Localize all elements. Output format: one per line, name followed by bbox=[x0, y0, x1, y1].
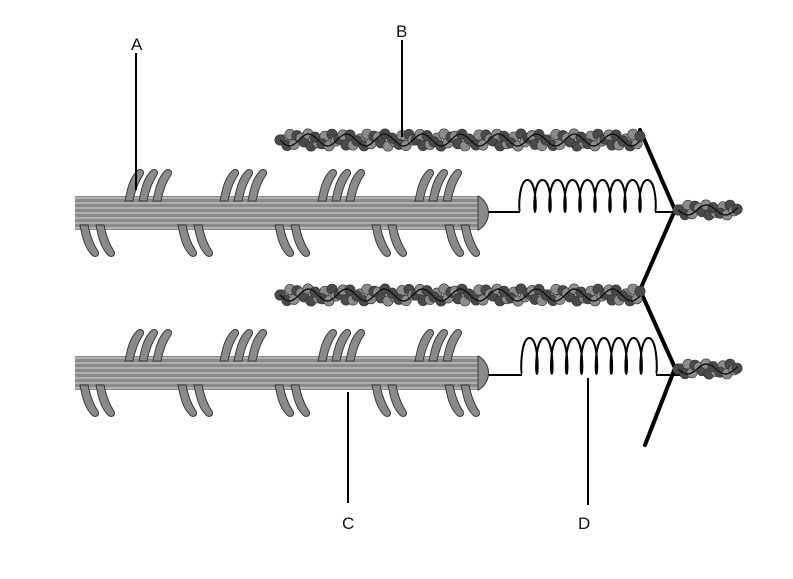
label-c: C bbox=[342, 514, 354, 533]
label-d: D bbox=[578, 514, 590, 533]
titin-spring-upper bbox=[478, 178, 675, 214]
actin-bead bbox=[634, 130, 646, 142]
label-a: A bbox=[131, 35, 143, 54]
thick-filament-lower bbox=[75, 329, 489, 417]
z-line bbox=[638, 128, 677, 447]
thin-filament-stub-upper bbox=[672, 199, 743, 221]
titin-spring-lower bbox=[478, 336, 680, 376]
tropomyosin-strand bbox=[677, 363, 739, 375]
myosin-tip bbox=[477, 195, 489, 231]
tropomyosin-strand bbox=[677, 204, 739, 216]
actin-bead bbox=[634, 285, 646, 297]
thin-filament-lower bbox=[274, 283, 646, 307]
label-b: B bbox=[396, 22, 407, 41]
leader-lines bbox=[135, 40, 589, 505]
myosin-tip bbox=[477, 355, 489, 391]
thick-filament-upper bbox=[75, 169, 489, 257]
tropomyosin-strand bbox=[279, 133, 641, 147]
tropomyosin-strand bbox=[279, 288, 641, 302]
thin-filament-stub-lower bbox=[672, 358, 743, 380]
thin-filament-upper bbox=[274, 128, 646, 152]
